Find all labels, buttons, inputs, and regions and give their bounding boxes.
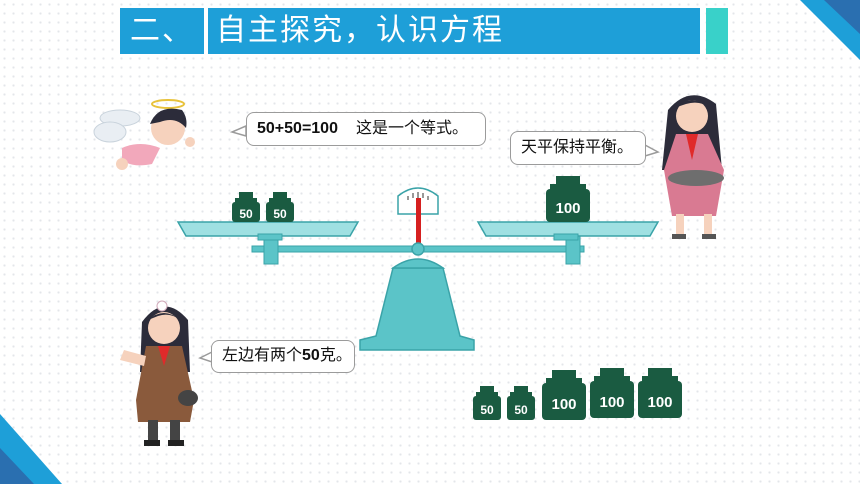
- svg-text:100: 100: [599, 394, 624, 411]
- bubble-tail: [229, 124, 247, 137]
- weight-50: 50: [266, 192, 294, 222]
- left-pan-weights: 50 50: [232, 192, 294, 222]
- angel-speech-bubble: 50+50=100 这是一个等式。: [246, 112, 486, 146]
- equation-text: 50+50=100: [257, 120, 338, 137]
- balance-scale: [176, 187, 660, 351]
- girl-right-character: [662, 95, 724, 239]
- svg-text:100: 100: [647, 394, 672, 411]
- weight-100: 100: [546, 176, 590, 222]
- girl-left-speech-bubble: 左边有两个50克。: [211, 340, 355, 373]
- page-title: 自主探究，认识方程: [208, 8, 700, 54]
- angel-character: [93, 99, 195, 170]
- equation-comment: 这是一个等式。: [355, 120, 468, 137]
- weight-50: 50: [507, 386, 535, 420]
- corner-decoration-bottom-left: [0, 414, 62, 484]
- svg-text:100: 100: [555, 200, 580, 217]
- weight-100: 100: [590, 368, 634, 418]
- bubble-text-after: 克。: [319, 347, 352, 364]
- bubble-number: 50: [302, 347, 320, 364]
- svg-text:50: 50: [239, 207, 253, 221]
- weight-100: 100: [542, 370, 586, 420]
- corner-decoration-top-right: [800, 0, 860, 60]
- svg-text:50: 50: [273, 207, 287, 221]
- title-accent-block: [706, 8, 728, 54]
- weight-50: 50: [232, 192, 260, 222]
- balance-text: 天平保持平衡。: [521, 139, 634, 156]
- weight-50: 50: [473, 386, 501, 420]
- weight-100: 100: [638, 368, 682, 418]
- section-number: 二、: [120, 8, 204, 54]
- bubble-tail: [644, 143, 660, 158]
- svg-text:100: 100: [551, 396, 576, 413]
- right-pan-weights: 100: [546, 176, 590, 222]
- svg-text:50: 50: [514, 403, 528, 417]
- svg-text:50: 50: [480, 403, 494, 417]
- weights-row: 50 50 100 100 100: [473, 368, 682, 420]
- girl-left-character: [120, 300, 198, 446]
- bubble-text-before: 左边有两个: [222, 347, 303, 364]
- girl-right-speech-bubble: 天平保持平衡。: [510, 131, 646, 165]
